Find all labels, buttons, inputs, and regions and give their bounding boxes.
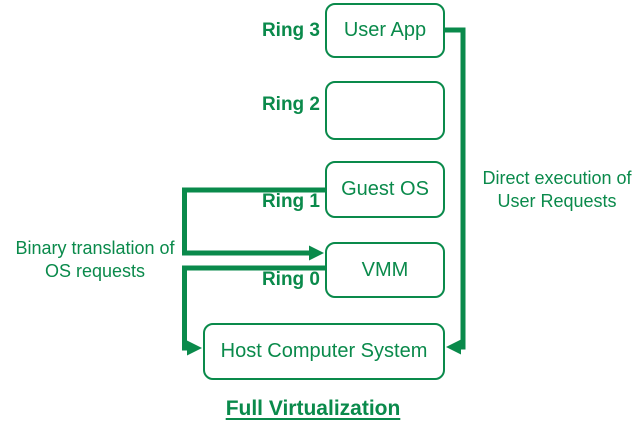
binary-translation-line1: Binary translation of: [15, 238, 175, 258]
host-computer-system-label: Host Computer System: [220, 340, 428, 362]
connector-direct-execution: [445, 27, 466, 350]
ring-2-label: Ring 2: [261, 94, 320, 115]
ring2-empty-box: [325, 81, 445, 140]
direct-execution-line2: User Requests: [497, 191, 617, 211]
arrowhead-into-host-left: [187, 340, 202, 356]
guest-os-box: Guest OS: [325, 161, 445, 218]
ring-3-label: Ring 3: [261, 20, 320, 41]
vmm-box: VMM: [325, 242, 445, 298]
direct-execution-line1: Direct execution of: [482, 168, 632, 188]
vmm-label: VMM: [361, 258, 409, 281]
connector-vmm-to-host: [182, 265, 325, 351]
host-computer-system-box: Host Computer System: [203, 323, 445, 380]
arrowhead-into-vmm: [309, 245, 324, 261]
arrowhead-into-host-right: [446, 339, 461, 355]
binary-translation-annotation: Binary translation of OS requests: [5, 237, 185, 283]
ring-0-label: Ring 0: [261, 269, 320, 290]
user-app-label: User App: [343, 19, 427, 41]
diagram-title: Full Virtualization: [225, 397, 401, 420]
binary-translation-line2: OS requests: [44, 261, 146, 281]
user-app-box: User App: [325, 3, 445, 58]
guest-os-label: Guest OS: [341, 178, 429, 200]
direct-execution-annotation: Direct execution of User Requests: [472, 167, 641, 213]
connector-binary-translation: [182, 187, 325, 256]
ring-1-label: Ring 1: [261, 191, 320, 212]
